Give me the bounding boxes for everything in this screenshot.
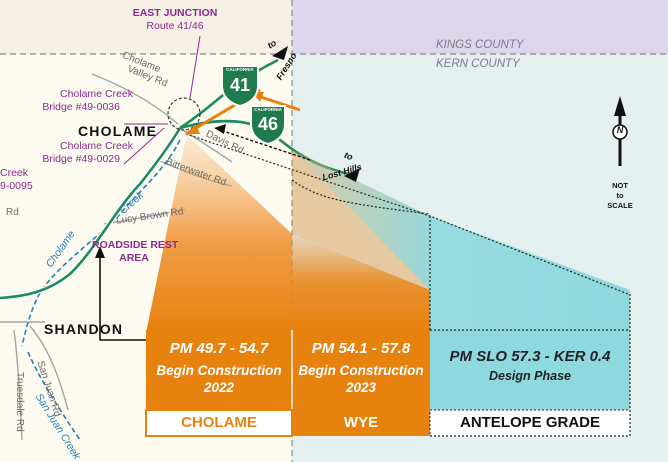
rest-area-label-1: ROADSIDE REST (92, 239, 179, 251)
kern-county-label: KERN COUNTY (436, 58, 520, 70)
wye-leader (291, 179, 431, 215)
north-arrow-icon (612, 96, 628, 166)
antelope-info-box (430, 330, 630, 410)
fresno-arrow (272, 46, 288, 60)
route-46-number: 46 (257, 114, 279, 134)
rest-area-label-2: AREA (119, 252, 149, 264)
shandon-place-label: SHANDON (44, 321, 124, 337)
junction-leader (189, 35, 201, 99)
wye-pm: PM 54.1 - 57.8 (311, 340, 411, 357)
cholame-segment-name: CHOLAME (181, 414, 257, 431)
not-to-scale-2: to (616, 191, 624, 200)
cholame-year: 2022 (203, 380, 235, 395)
cholame-info: PM 49.7 - 54.7 Begin Construction 2022 (146, 340, 292, 395)
san-juan-road (29, 325, 69, 411)
cholame-status: Begin Construction (156, 363, 282, 378)
cholame-pm: PM 49.7 - 54.7 (169, 340, 269, 357)
bridge-2-number: Bridge #49-0029 (42, 153, 120, 165)
not-to-scale-3: SCALE (607, 201, 633, 210)
wye-status: Begin Construction (298, 363, 424, 378)
bridge-1-number: Bridge #49-0036 (42, 101, 120, 113)
san-juan-creek (27, 351, 81, 441)
north-strip (0, 0, 292, 54)
wye-segment-name: WYE (343, 414, 379, 431)
wye-info: PM 54.1 - 57.8 Begin Construction 2023 (292, 340, 430, 395)
antelope-info: PM SLO 57.3 - KER 0.4 Design Phase (430, 348, 630, 383)
cholame-wedge (146, 134, 292, 330)
wye-wedge (292, 234, 430, 330)
route-46-shield (250, 105, 286, 146)
antelope-status: Design Phase (489, 369, 571, 383)
cholame-valley-road (91, 73, 179, 125)
route-46-state: CALIFORNIA (254, 107, 282, 112)
partial-bridge-label: 9-0095 (0, 180, 33, 192)
antelope-pm: PM SLO 57.3 - KER 0.4 (449, 348, 611, 365)
truesdale-road (13, 329, 23, 441)
wye-info-box (292, 330, 430, 410)
bridge-2-name: Cholame Creek (60, 140, 133, 152)
route-41-shield (221, 65, 259, 108)
partial-creek-label: Creek (0, 167, 29, 179)
cholame-creek (21, 139, 181, 347)
route-41-number: 41 (229, 75, 251, 95)
truesdale-road-label: Truesdale Rd (14, 372, 25, 432)
not-to-scale-1: NOT (612, 181, 628, 190)
east-junction-title: EAST JUNCTION (132, 7, 218, 19)
east-junction-subtitle: Route 41/46 (146, 20, 204, 32)
north-letter: N (616, 125, 624, 135)
antelope-wedge (292, 150, 630, 330)
cholame-info-box (146, 330, 292, 410)
lost-hills-arrow (344, 168, 360, 182)
cholame-place-label: CHOLAME (78, 123, 158, 139)
bridge-1-name: Cholame Creek (60, 88, 133, 100)
kings-county-area (292, 0, 668, 54)
wye-year: 2023 (345, 380, 377, 395)
antelope-segment-name: ANTELOPE GRADE (459, 414, 600, 431)
kings-county-label: KINGS COUNTY (436, 39, 524, 51)
partial-road-label: Rd (6, 207, 19, 218)
route-41-state: CALIFORNIA (226, 67, 254, 72)
east-junction-circle (167, 97, 201, 131)
highway-46-west (0, 127, 182, 300)
rest-area-arrow (99, 252, 160, 341)
